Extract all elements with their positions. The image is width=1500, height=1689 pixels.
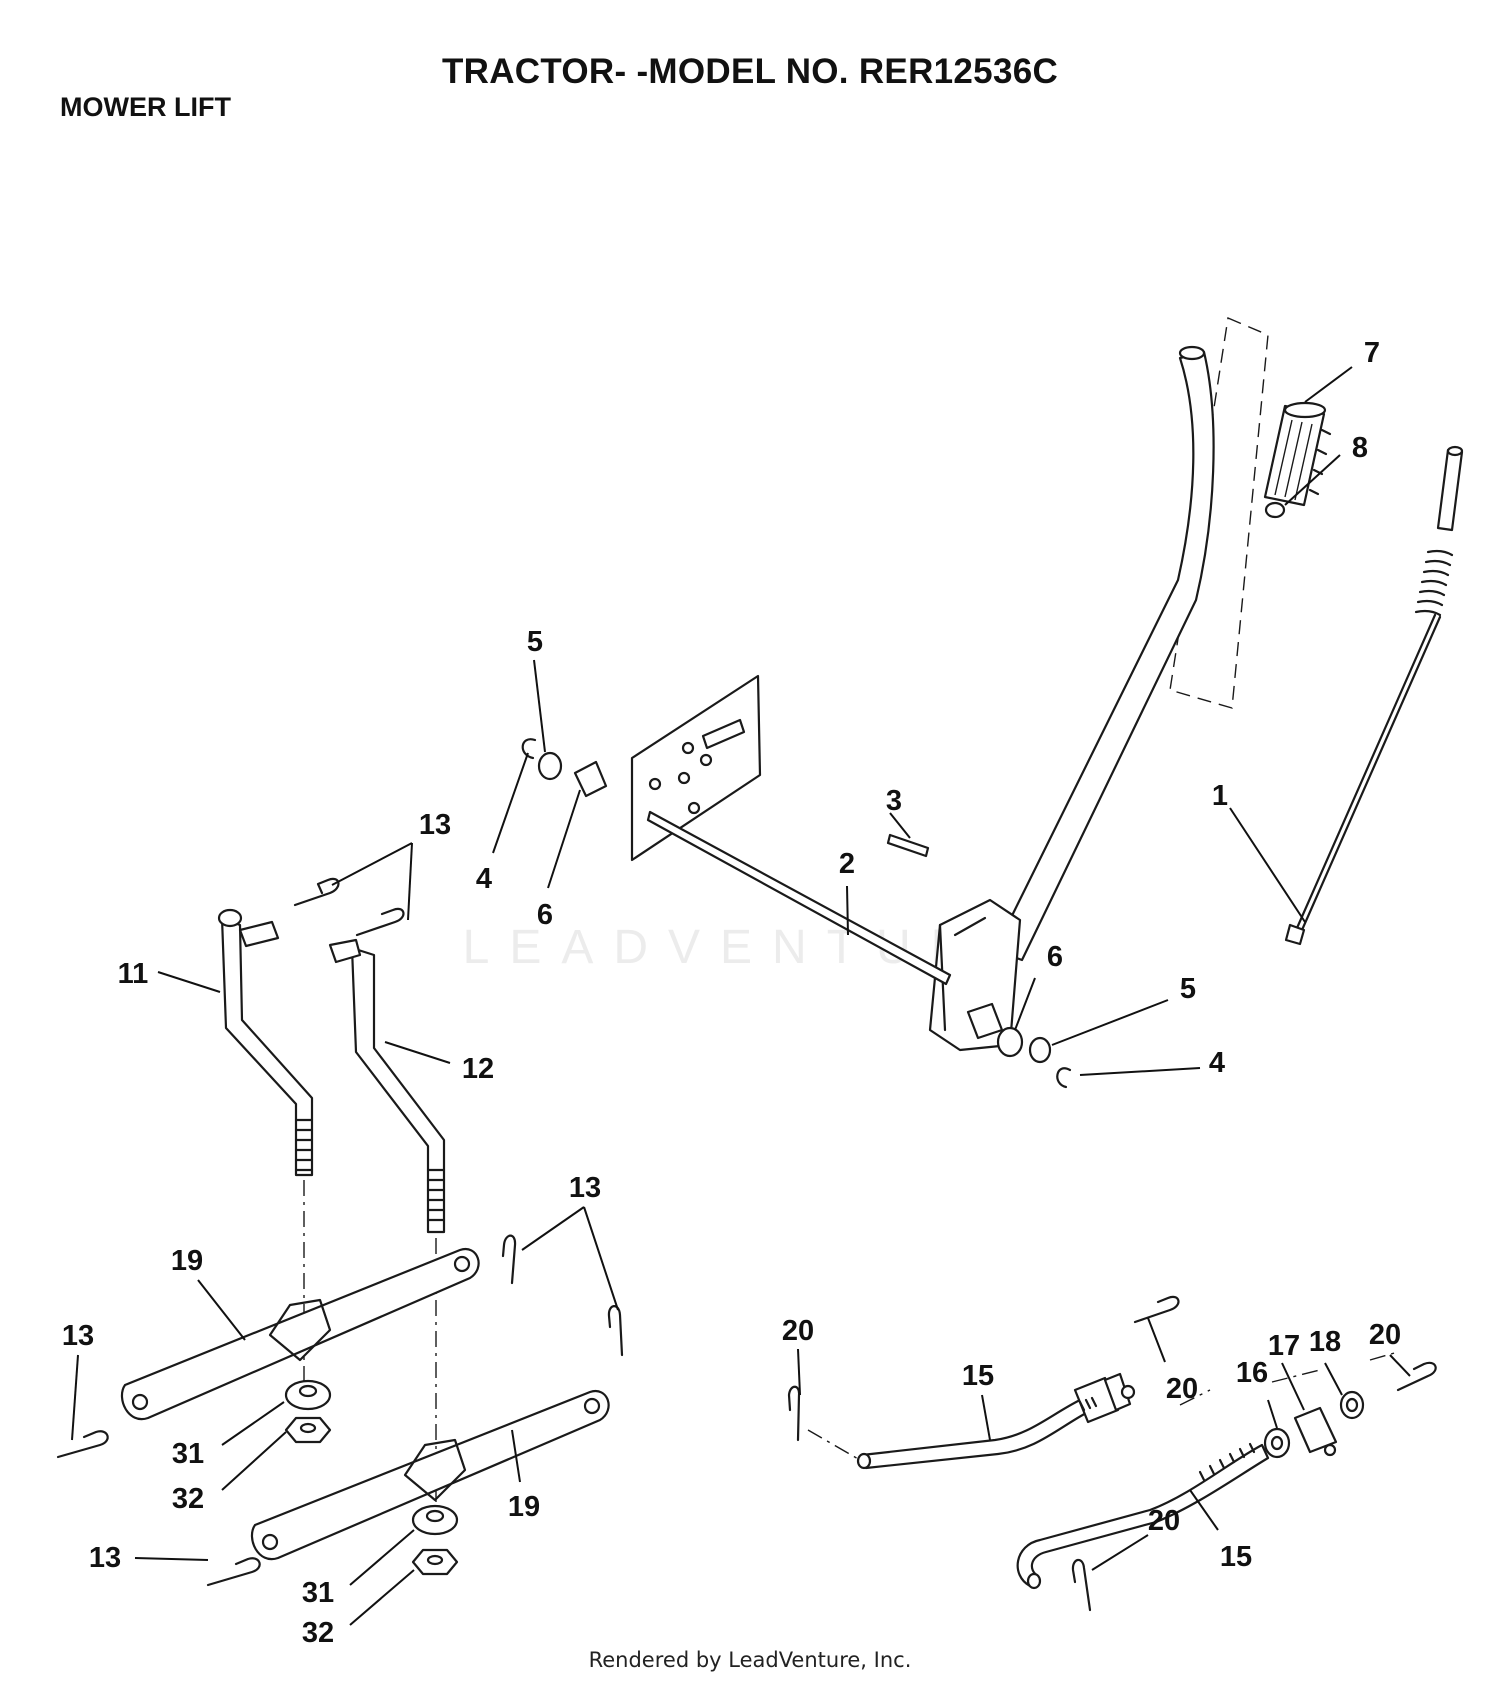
lift-link-left xyxy=(217,908,314,1177)
retaining-clip-right xyxy=(1056,1067,1072,1089)
callout-5-left: 5 xyxy=(527,626,543,658)
ferrule xyxy=(1339,1390,1365,1420)
trunnion xyxy=(1293,1406,1338,1457)
lift-link-right xyxy=(328,938,446,1234)
hairpin-clip-1 xyxy=(293,877,340,907)
hairpin-clip-4 xyxy=(607,1305,624,1357)
shaft-key xyxy=(886,833,930,858)
grip-plug xyxy=(1264,501,1286,519)
washer-left xyxy=(537,751,563,781)
callout-13-left: 13 xyxy=(62,1320,94,1352)
nut-lower xyxy=(411,1548,459,1576)
hairpin-clip-6 xyxy=(206,1557,261,1587)
callout-2: 2 xyxy=(839,848,855,880)
leader-lines xyxy=(71,366,1411,1626)
hairpin-clip-5 xyxy=(56,1430,109,1459)
bushing-lower xyxy=(411,1504,459,1536)
adjusting-rod-upper xyxy=(856,1372,1136,1470)
washer-right-outer xyxy=(1028,1036,1052,1064)
callout-17: 17 xyxy=(1268,1330,1300,1362)
callout-6-left: 6 xyxy=(537,899,553,931)
section-title: MOWER LIFT xyxy=(60,92,231,122)
callout-19-lower: 19 xyxy=(508,1491,540,1523)
callout-20-bottom: 20 xyxy=(1148,1505,1180,1537)
callout-4-right: 4 xyxy=(1209,1047,1225,1079)
callout-3: 3 xyxy=(886,785,902,817)
jam-nut xyxy=(1263,1427,1291,1459)
callout-19-upper: 19 xyxy=(171,1245,203,1277)
adjusting-rod-lower xyxy=(1016,1442,1270,1590)
callout-15-upper: 15 xyxy=(962,1360,994,1392)
callout-13-top: 13 xyxy=(419,809,451,841)
hairpin-clip-2 xyxy=(355,907,405,937)
callout-32-lower: 32 xyxy=(302,1617,334,1649)
alignment-line-rod-c xyxy=(1271,1351,1399,1383)
lift-handle xyxy=(928,345,1215,1052)
lift-shaft-plate xyxy=(630,674,952,986)
callout-20-middle: 20 xyxy=(1166,1373,1198,1405)
callout-31-lower: 31 xyxy=(302,1577,334,1609)
alignment-line-rod-b xyxy=(1179,1389,1211,1406)
callout-11: 11 xyxy=(118,958,149,990)
lift-arm-lower xyxy=(250,1389,610,1561)
callout-15-lower: 15 xyxy=(1220,1541,1252,1573)
callout-12: 12 xyxy=(462,1053,494,1085)
callout-13-right: 13 xyxy=(569,1172,601,1204)
cotter-pin-1 xyxy=(787,1385,801,1442)
callout-20-left: 20 xyxy=(782,1315,814,1347)
callout-8: 8 xyxy=(1352,432,1368,464)
grip xyxy=(1263,401,1332,507)
callout-7: 7 xyxy=(1364,337,1380,369)
callout-32-upper: 32 xyxy=(172,1483,204,1515)
callout-31-upper: 31 xyxy=(172,1438,204,1470)
hairpin-clip-3 xyxy=(501,1234,517,1285)
footer-credit: Rendered by LeadVenture, Inc. xyxy=(588,1648,912,1672)
page-title: TRACTOR- -MODEL NO. RER12536C xyxy=(441,52,1059,91)
bushing-left xyxy=(573,760,608,798)
callout-18: 18 xyxy=(1309,1326,1341,1358)
callout-6-right: 6 xyxy=(1047,941,1063,973)
callout-13-bottom: 13 xyxy=(89,1542,121,1574)
cotter-pin-4 xyxy=(1071,1558,1092,1612)
alignment-line-rod-a xyxy=(807,1429,861,1461)
callout-4-left: 4 xyxy=(476,863,492,895)
cotter-pin-2 xyxy=(1133,1295,1180,1324)
cotter-pin-3 xyxy=(1396,1361,1437,1392)
callout-20-right: 20 xyxy=(1369,1319,1401,1351)
callout-5-right: 5 xyxy=(1180,973,1196,1005)
washer-right-inner xyxy=(996,1026,1024,1058)
callout-16: 16 xyxy=(1236,1357,1268,1389)
lift-arm-upper xyxy=(120,1247,480,1421)
bushing-right xyxy=(966,1002,1004,1040)
retaining-clip-left xyxy=(521,738,537,760)
lift-rod-with-spring xyxy=(1284,445,1464,946)
nut-upper xyxy=(284,1416,332,1444)
grip-phantom-outline xyxy=(1169,317,1269,709)
bushing-upper xyxy=(284,1379,332,1411)
callout-1: 1 xyxy=(1212,780,1228,812)
